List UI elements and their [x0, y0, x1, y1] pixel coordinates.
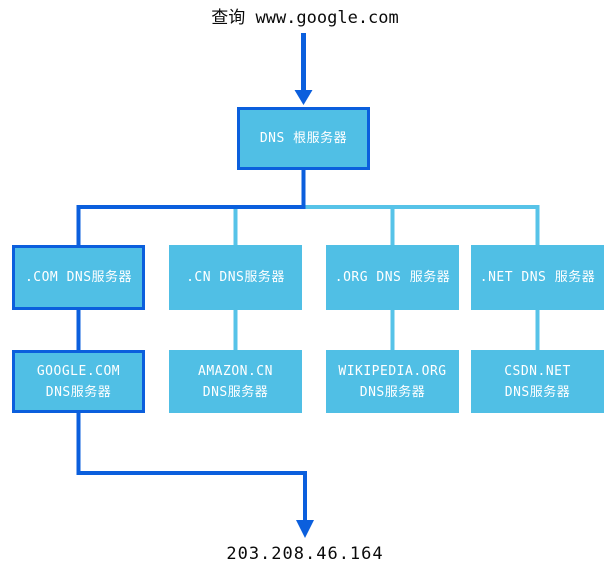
auth-amazon-label: DNS服务器	[202, 384, 269, 400]
auth-wikipedia-box: WIKIPEDIA.ORG DNS服务器	[326, 350, 459, 413]
root-server-box: DNS 根服务器	[237, 107, 370, 170]
auth-wikipedia-name: WIKIPEDIA.ORG	[338, 363, 447, 379]
tld-cn-label: .CN DNS服务器	[186, 270, 285, 285]
auth-google-name: GOOGLE.COM	[36, 363, 121, 379]
query-title: 查询 www.google.com	[211, 8, 399, 28]
auth-amazon-box: AMAZON.CN DNS服务器	[169, 350, 302, 413]
auth-wikipedia-label: DNS服务器	[359, 384, 426, 400]
tld-net-label: .NET DNS 服务器	[479, 270, 596, 285]
tld-com-label: .COM DNS服务器	[24, 270, 133, 285]
tld-org-box: .ORG DNS 服务器	[326, 245, 459, 310]
auth-amazon-name: AMAZON.CN	[198, 363, 273, 379]
tld-net-box: .NET DNS 服务器	[471, 245, 604, 310]
result-ip: 203.208.46.164	[226, 544, 384, 564]
query-arrowhead-icon	[294, 90, 313, 105]
google-to-ip-line	[76, 411, 307, 522]
auth-google-label: DNS服务器	[45, 384, 112, 400]
root-server-label: DNS 根服务器	[259, 131, 348, 146]
auth-csdn-name: CSDN.NET	[504, 363, 571, 379]
auth-csdn-box: CSDN.NET DNS服务器	[471, 350, 604, 413]
tld-cn-box: .CN DNS服务器	[169, 245, 302, 310]
result-arrowhead-icon	[296, 520, 314, 538]
com-branch-dark-line	[76, 205, 306, 246]
tld-com-box: .COM DNS服务器	[12, 245, 145, 310]
auth-csdn-label: DNS服务器	[504, 384, 571, 400]
tld-org-label: .ORG DNS 服务器	[334, 270, 451, 285]
auth-google-box: GOOGLE.COM DNS服务器	[12, 350, 145, 413]
